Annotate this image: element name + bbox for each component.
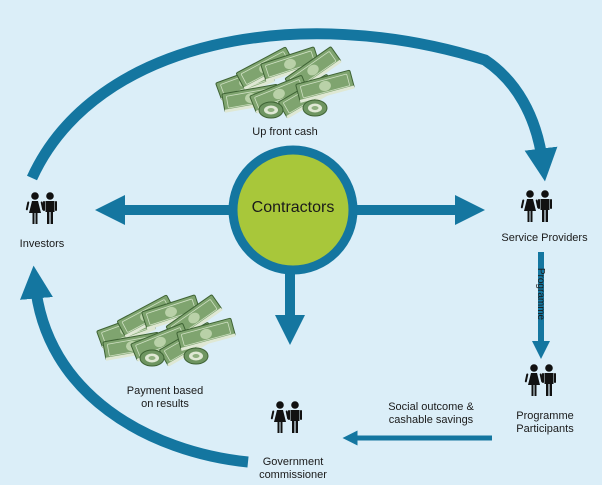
programme-flow-label: Programme (535, 267, 546, 321)
programme-participants-line1: Programme (516, 410, 574, 422)
upfront-cash-label: Up front cash (252, 126, 318, 138)
arrow-investors-to-service-providers (26, 28, 558, 182)
arrow-government-to-investors (20, 265, 249, 468)
government-commissioner-line2: commissioner (259, 469, 327, 481)
social-outcome-label: Social outcome & cashable savings (375, 401, 487, 427)
programme-participants-label: Programme Participants (490, 410, 600, 436)
people-icon (521, 190, 552, 222)
government-commissioner-line1: Government (262, 456, 324, 468)
investors-label: Investors (19, 238, 65, 250)
payment-line1: Payment based (126, 385, 204, 397)
people-icon (26, 192, 57, 224)
money-stack-icon (216, 47, 355, 119)
people-icon (525, 364, 556, 396)
social-outcome-line1: Social outcome & (388, 401, 474, 413)
service-providers-label: Service Providers (501, 232, 588, 244)
money-stack-icon (97, 295, 236, 367)
people-icon (271, 401, 302, 433)
contractors-label: Contractors (251, 199, 335, 216)
payment-line2: on results (141, 398, 189, 410)
social-outcome-line2: cashable savings (388, 414, 474, 426)
payment-label: Payment based on results (110, 385, 220, 411)
government-commissioner-label: Government commissioner (238, 456, 348, 482)
programme-participants-line2: Participants (516, 423, 574, 435)
contractors-circle (228, 145, 358, 275)
